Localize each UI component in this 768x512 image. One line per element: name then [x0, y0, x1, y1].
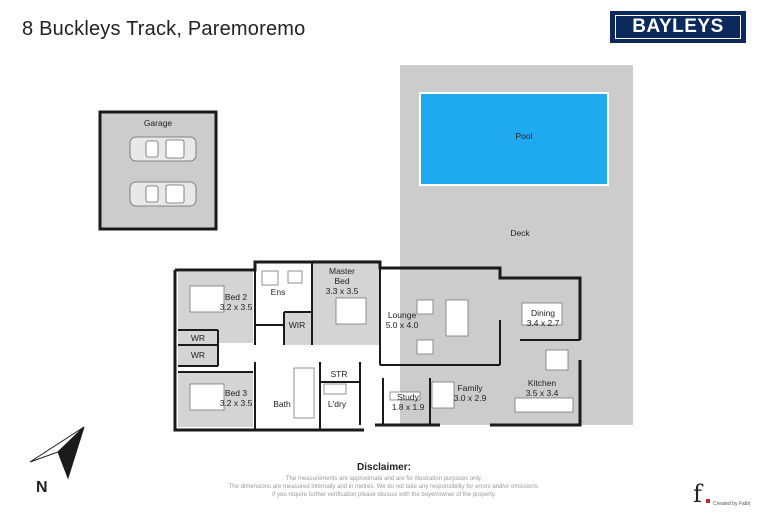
pool [419, 92, 609, 186]
disclaimer-line: The dimensions are measured internally a… [228, 484, 540, 490]
disclaimer-title: Disclaimer: [357, 462, 411, 473]
furniture [189, 270, 574, 419]
compass-arrow-icon [29, 426, 85, 480]
fabit-logo: f [693, 480, 702, 508]
bed2-label: Bed 2 [225, 292, 247, 302]
laundry-label: L'dry [328, 399, 347, 409]
fabit-credit: Created by Fabit [713, 501, 750, 507]
garage-label: Garage [144, 118, 173, 128]
master-bed-label: Master [329, 266, 355, 276]
garage [98, 110, 218, 231]
kitchen-size: 3.5 x 3.4 [526, 388, 559, 398]
wir-master-floor [284, 312, 312, 345]
bayleys-logo: BAYLEYS [610, 11, 746, 43]
study-label: Study [397, 392, 419, 402]
lounge-size: 5.0 x 4.0 [386, 320, 419, 330]
logo-text: BAYLEYS [615, 15, 741, 39]
fabit-logo-dot [706, 499, 710, 503]
family-label: Family [457, 383, 483, 393]
master-bed-size: 3.3 x 3.5 [326, 286, 359, 296]
master-bed-label-line2: Bed [334, 276, 349, 286]
storage-label: STR [331, 369, 348, 379]
car-icon [129, 181, 197, 207]
bed3-label: Bed 3 [225, 388, 247, 398]
page-title: 8 Buckleys Track, Paremoremo [22, 18, 306, 40]
disclaimer-line: If you require further verification plea… [271, 492, 496, 498]
family-size: 3.0 x 2.9 [454, 393, 487, 403]
wr-label: WR [191, 333, 205, 343]
deck-label: Deck [510, 228, 530, 238]
disclaimer-line: The measurements are approximate and are… [285, 476, 483, 482]
pool-label: Pool [515, 131, 532, 141]
ensuite-label: Ens [271, 287, 286, 297]
interior-walls [178, 262, 580, 430]
wr-floor [178, 330, 218, 366]
lounge-label: Lounge [388, 310, 417, 320]
bed2-size: 3.2 x 3.5 [220, 302, 253, 312]
wr-label: WR [191, 350, 205, 360]
study-size: 1.8 x 1.9 [392, 402, 425, 412]
wir-label: WIR [289, 320, 306, 330]
kitchen-label: Kitchen [528, 378, 557, 388]
dining-label: Dining [531, 308, 555, 318]
compass-north-label: N [36, 479, 48, 496]
car-icon [129, 136, 197, 162]
bed3-size: 3.2 x 3.5 [220, 398, 253, 408]
dining-size: 3.4 x 2.7 [527, 318, 560, 328]
bath-label: Bath [273, 399, 291, 409]
